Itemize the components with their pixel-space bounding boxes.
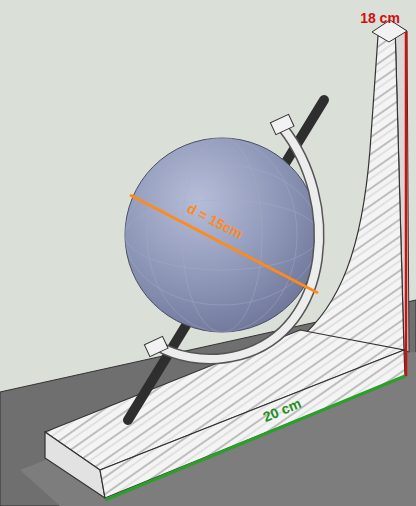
width-line [105,376,405,500]
globe-grid [125,138,319,332]
arc-clip [144,336,168,356]
height-dimension: 18 cm [360,10,400,26]
meridian-arc-edge [158,128,319,359]
meridian-arc [158,128,319,359]
base-front [100,350,405,498]
height-line [405,32,408,376]
arc-clip [270,114,294,134]
globe [125,138,319,332]
base-end [45,432,105,498]
diameter-line [130,195,318,293]
